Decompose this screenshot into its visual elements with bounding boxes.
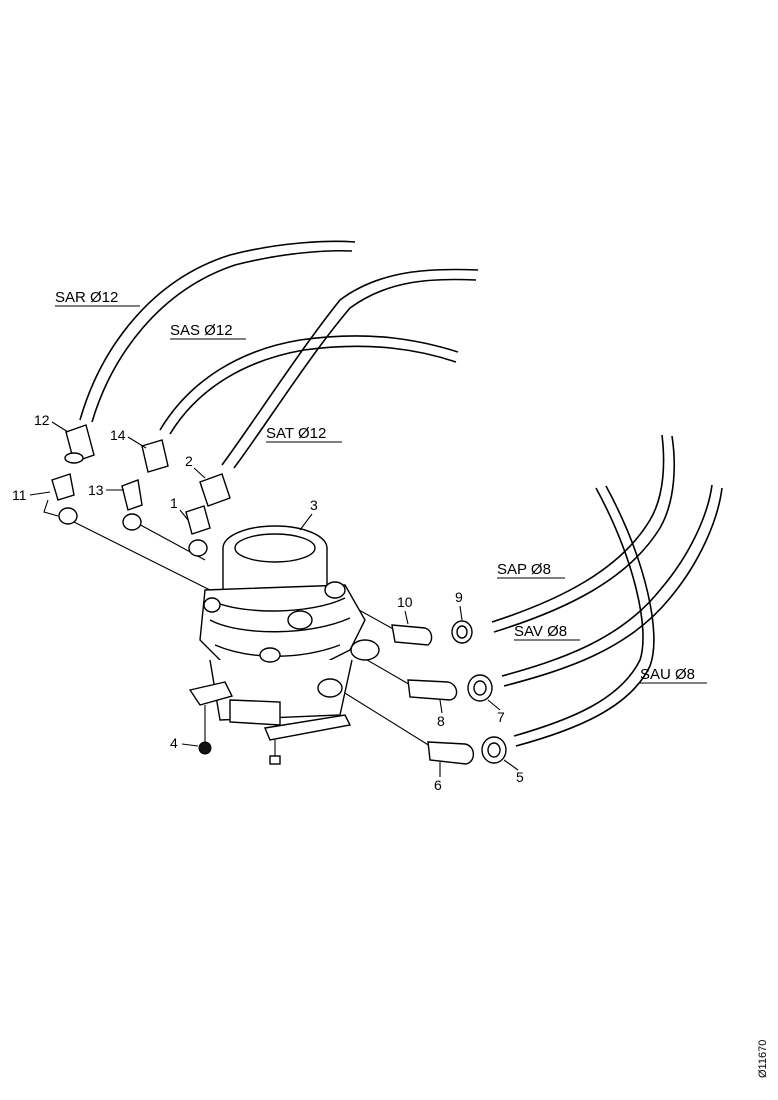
nut-part-5: [481, 736, 507, 764]
relay-valve-body: [188, 525, 380, 765]
callout-14: 14: [110, 427, 126, 443]
label-sar: SAR Ø12: [55, 289, 118, 306]
hose-sav: [501, 484, 723, 687]
callout-8: 8: [437, 713, 445, 729]
fitting-part-11: [43, 473, 78, 525]
label-sau: SAU Ø8: [640, 666, 695, 683]
elbow-part-10: [391, 624, 433, 646]
callout-6: 6: [434, 777, 442, 793]
label-sas: SAS Ø12: [170, 322, 233, 339]
fitting-part-13: [121, 479, 143, 531]
nut-part-9: [451, 620, 473, 644]
callout-12: 12: [34, 412, 50, 428]
label-sap: SAP Ø8: [497, 561, 551, 578]
hose-labels: SAR Ø12 SAS Ø12 SAT Ø12 SAP Ø8 SAV Ø8 SA…: [55, 289, 707, 684]
hose-sap: [491, 434, 675, 633]
callout-4: 4: [170, 735, 178, 751]
callout-11: 11: [12, 487, 27, 503]
elbow-part-6: [427, 741, 475, 765]
fitting-part-14: [141, 439, 169, 473]
callout-13: 13: [88, 482, 104, 498]
fitting-part-2: [199, 473, 231, 507]
hose-sar: [79, 240, 356, 423]
hose-sau: [513, 485, 655, 747]
elbow-part-8: [407, 679, 458, 701]
callout-10: 10: [397, 594, 413, 610]
callout-1: 1: [170, 495, 178, 511]
fitting-part-1: [185, 505, 211, 557]
nut-part-4: [181, 741, 212, 755]
label-sav: SAV Ø8: [514, 623, 567, 640]
callout-2: 2: [185, 453, 193, 469]
callout-7: 7: [497, 709, 505, 725]
hose-sas: [159, 335, 459, 435]
nut-part-7: [467, 674, 493, 702]
document-id: Ø11670: [757, 1040, 769, 1078]
fitting-part-12: [64, 424, 95, 464]
callout-3: 3: [310, 497, 318, 513]
callout-5: 5: [516, 769, 524, 785]
label-sat: SAT Ø12: [266, 425, 326, 442]
callout-9: 9: [455, 589, 463, 605]
callouts: 12 11 14 13 2 1 3 4 10 9 8 7 6 5: [12, 412, 524, 793]
hose-sat: [221, 268, 479, 469]
